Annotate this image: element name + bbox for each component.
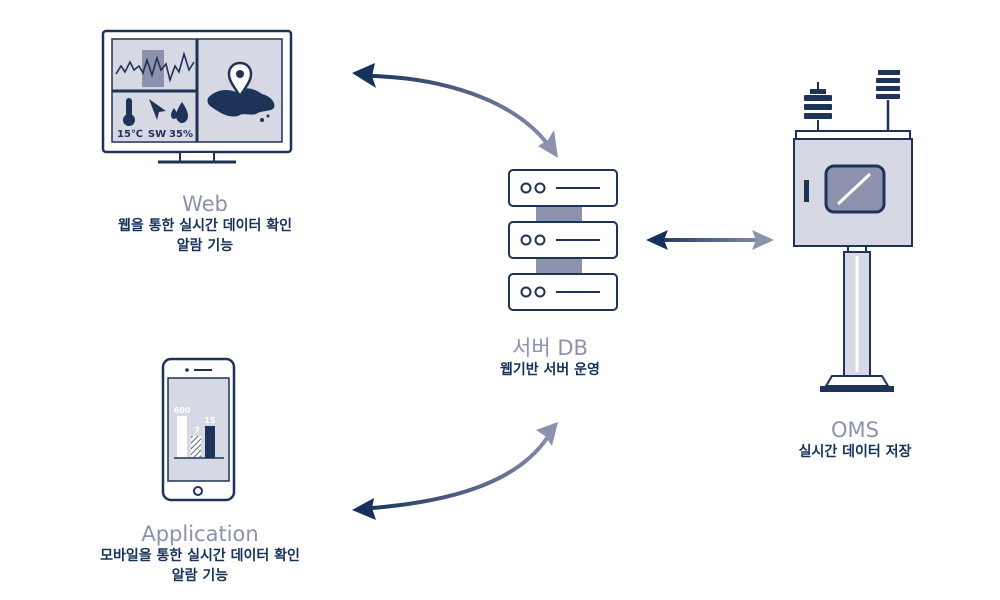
- water-drop-icon: [171, 102, 188, 123]
- app-description: 모바일을 통한 실시간 데이터 확인: [100, 548, 300, 564]
- web-description: 웹을 통한 실시간 데이터 확인: [117, 218, 293, 234]
- server-caption: 서버 DB 웹기반 서버 운영: [440, 336, 660, 380]
- arrow-server-oms: [646, 230, 774, 250]
- server-unit: [508, 169, 618, 207]
- sensor-shield: [804, 82, 832, 132]
- app-title: Application: [141, 522, 259, 546]
- server-title: 서버 DB: [512, 336, 588, 360]
- web-caption: Web 웹을 통한 실시간 데이터 확인 알람 기능: [60, 192, 350, 256]
- server-unit: [508, 221, 618, 259]
- bar-label: 600: [174, 406, 191, 415]
- bar-label: 7: [194, 426, 200, 435]
- map-pin-icon: [227, 61, 253, 99]
- temperature-readout: 15℃: [117, 129, 143, 140]
- web-title: Web: [182, 192, 228, 216]
- arrow-web-server: [352, 63, 558, 158]
- wind-direction-icon: [149, 99, 166, 120]
- server-unit: [508, 273, 618, 311]
- oms-title: OMS: [831, 418, 879, 442]
- thermometer-icon: [123, 98, 135, 126]
- sensor-mast: [876, 70, 900, 132]
- app-alarm-label: 알람 기능: [171, 568, 229, 584]
- bar-label: 15: [204, 416, 216, 425]
- web-alarm-label: 알람 기능: [176, 238, 234, 254]
- bar: [191, 436, 201, 458]
- oms-description: 실시간 데이터 저장: [798, 444, 912, 460]
- app-caption: Application 모바일을 통한 실시간 데이터 확인 알람 기능: [40, 522, 360, 586]
- server-rack-icon: [508, 169, 618, 311]
- monitoring-station-icon: [793, 70, 913, 392]
- bar: [205, 426, 215, 458]
- bar-chart-icon: [174, 416, 224, 459]
- line-chart-icon: [115, 50, 195, 87]
- humidity-readout: 35%: [169, 129, 193, 140]
- arrow-app-server: [352, 422, 558, 520]
- map-icon: [207, 88, 275, 122]
- oms-caption: OMS 실시간 데이터 저장: [740, 418, 970, 462]
- wind-readout: SW: [148, 129, 166, 140]
- server-description: 웹기반 서버 운영: [500, 362, 600, 378]
- bar: [177, 416, 187, 458]
